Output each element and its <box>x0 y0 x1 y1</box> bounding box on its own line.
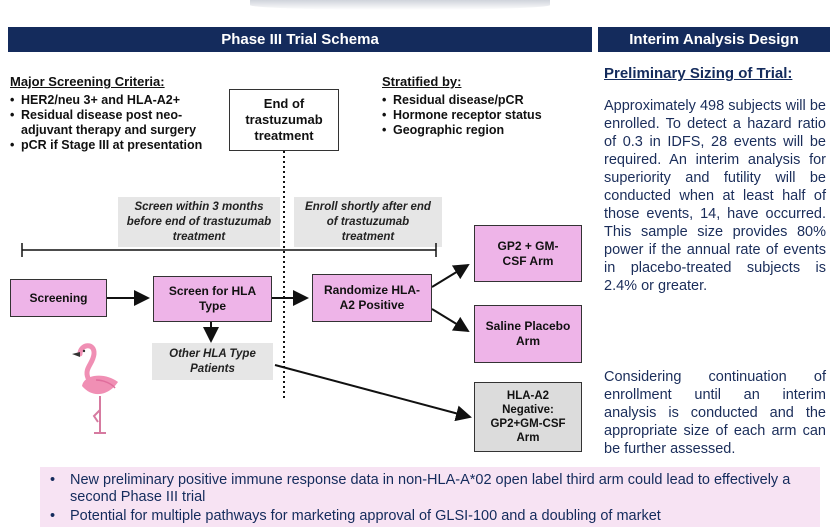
enroll-window-label: Enroll shortly after end of trastuzumab … <box>294 197 442 247</box>
criteria-item: Residual disease post neo-adjuvant thera… <box>10 108 222 138</box>
top-shadow <box>250 0 550 10</box>
bottom-notes: New preliminary positive immune response… <box>40 467 820 527</box>
preliminary-sizing-title: Preliminary Sizing of Trial: <box>604 65 793 82</box>
randomize-box: Randomize HLA-A2 Positive <box>312 274 432 322</box>
stratified-item: Geographic region <box>382 123 597 138</box>
interim-analysis-header: Interim Analysis Design <box>598 27 830 52</box>
arrow-to-gp2 <box>431 263 470 288</box>
stratified-by: Stratified by: Residual disease/pCR Horm… <box>382 74 597 138</box>
arrow-other-to-neg <box>274 364 472 422</box>
gp2-arm-box: GP2 + GM-CSF Arm <box>474 225 582 282</box>
schema-connectors <box>21 151 472 422</box>
end-of-trastuzumab-box: End of trastuzumab treatment <box>229 89 339 151</box>
stratified-item: Residual disease/pCR <box>382 93 597 108</box>
other-hla-label: Other HLA Type Patients <box>152 343 273 380</box>
flamingo-icon <box>72 343 118 434</box>
hla-negative-box: HLA-A2 Negative: GP2+GM-CSF Arm <box>474 382 582 452</box>
screen-hla-box: Screen for HLA Type <box>153 276 272 322</box>
placebo-arm-box: Saline Placebo Arm <box>474 305 582 363</box>
criteria-list: HER2/neu 3+ and HLA-A2+ Residual disease… <box>10 93 222 153</box>
screening-box: Screening <box>10 279 107 317</box>
criteria-title: Major Screening Criteria: <box>10 74 165 89</box>
stratified-item: Hormone receptor status <box>382 108 597 123</box>
bottom-notes-list: New preliminary positive immune response… <box>40 472 808 525</box>
screen-window-label: Screen within 3 months before end of tra… <box>118 197 280 247</box>
phase-iii-header: Phase III Trial Schema <box>8 27 592 52</box>
bottom-note: Potential for multiple pathways for mark… <box>40 508 808 525</box>
arrow-to-placebo <box>431 308 470 333</box>
continuation-paragraph: Considering continuation of enrollment u… <box>604 369 826 457</box>
stratified-title: Stratified by: <box>382 74 462 89</box>
stratified-list: Residual disease/pCR Hormone receptor st… <box>382 93 597 138</box>
criteria-item: pCR if Stage III at presentation <box>10 138 222 153</box>
sizing-paragraph: Approximately 498 subjects will be enrol… <box>604 98 826 294</box>
screening-criteria: Major Screening Criteria: HER2/neu 3+ an… <box>10 74 222 153</box>
criteria-item: HER2/neu 3+ and HLA-A2+ <box>10 93 222 108</box>
bottom-note: New preliminary positive immune response… <box>40 472 808 506</box>
